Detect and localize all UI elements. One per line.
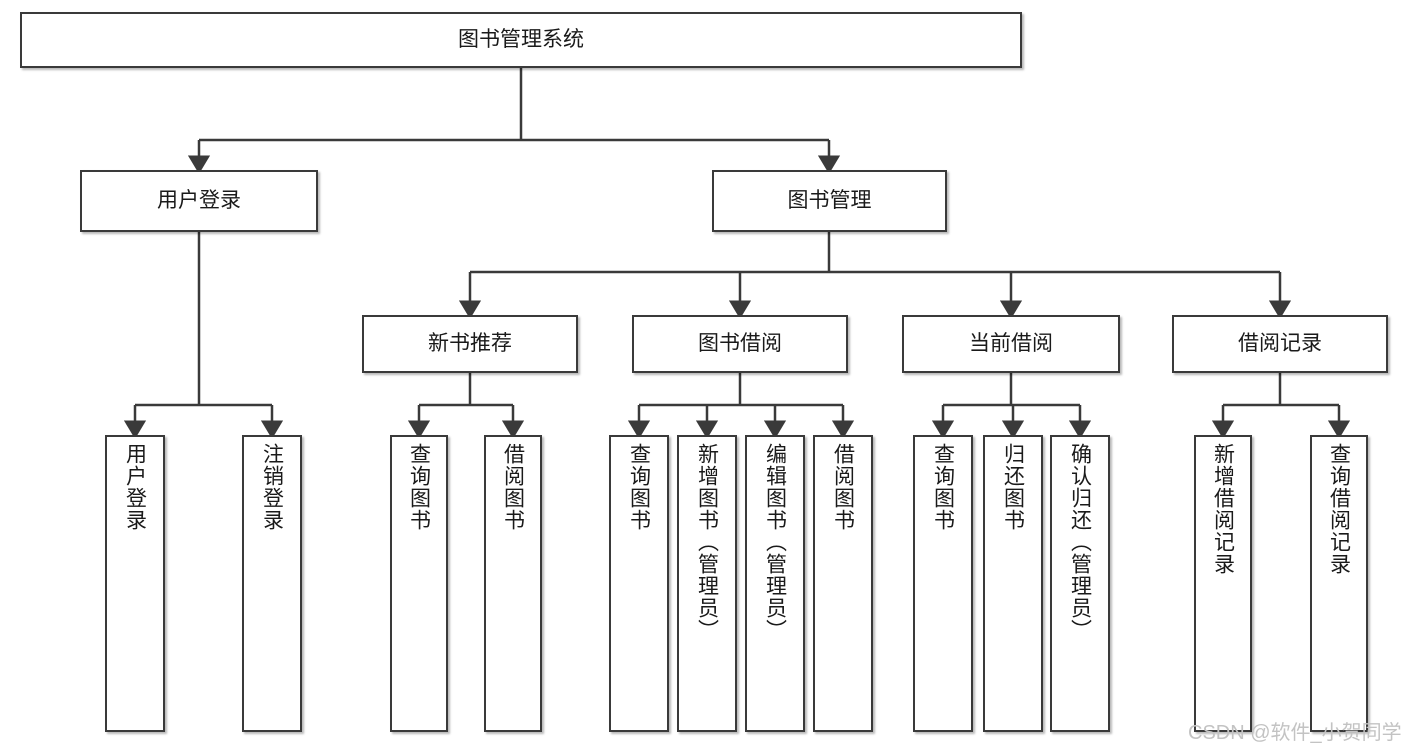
node-user-login[interactable]: 用户登录 [80, 170, 318, 232]
node-label: 新书推荐 [428, 331, 512, 355]
node-leaf-query-book-2[interactable]: 查询图书 [609, 435, 669, 732]
node-leaf-query-book-1[interactable]: 查询图书 [390, 435, 448, 732]
edges-group [123, 68, 1351, 439]
node-label: 归还图书 [1001, 443, 1025, 531]
node-new-book-recommend[interactable]: 新书推荐 [362, 315, 578, 373]
node-label: 图书管理 [787, 188, 872, 212]
node-label: 查询图书 [931, 443, 955, 531]
watermark-label: CSDN @软件_小贺同学 [1188, 722, 1402, 744]
node-leaf-query-record[interactable]: 查询借阅记录 [1310, 435, 1368, 732]
node-label: 查询借阅记录 [1327, 443, 1351, 575]
node-leaf-confirm-return[interactable]: 确认归还（管理员） [1050, 435, 1110, 732]
node-label: 借阅图书 [831, 443, 855, 531]
node-label: 图书管理系统 [458, 27, 584, 51]
node-label: 用户登录 [157, 188, 241, 212]
node-label: 用户登录 [123, 443, 147, 531]
node-root[interactable]: 图书管理系统 [20, 12, 1022, 68]
node-leaf-borrow-book-1[interactable]: 借阅图书 [484, 435, 542, 732]
node-book-manage[interactable]: 图书管理 [712, 170, 947, 232]
node-leaf-add-record[interactable]: 新增借阅记录 [1194, 435, 1252, 732]
node-label: 查询图书 [407, 443, 431, 531]
node-label: 新增图书（管理员） [695, 443, 719, 641]
node-current-borrow[interactable]: 当前借阅 [902, 315, 1120, 373]
node-label: 确认归还（管理员） [1068, 443, 1092, 641]
node-label: 查询图书 [627, 443, 651, 531]
node-leaf-add-book[interactable]: 新增图书（管理员） [677, 435, 737, 732]
node-label: 编辑图书（管理员） [763, 443, 787, 641]
node-leaf-logout[interactable]: 注销登录 [242, 435, 302, 732]
node-label: 借阅记录 [1238, 331, 1322, 355]
node-leaf-borrow-book-2[interactable]: 借阅图书 [813, 435, 873, 732]
node-label: 借阅图书 [501, 443, 525, 531]
node-leaf-query-book-3[interactable]: 查询图书 [913, 435, 973, 732]
node-label: 当前借阅 [969, 331, 1053, 355]
node-leaf-user-login[interactable]: 用户登录 [105, 435, 165, 732]
node-book-borrow[interactable]: 图书借阅 [632, 315, 848, 373]
node-label: 图书借阅 [698, 331, 782, 355]
node-leaf-edit-book[interactable]: 编辑图书（管理员） [745, 435, 805, 732]
node-leaf-return-book[interactable]: 归还图书 [983, 435, 1043, 732]
node-label: 注销登录 [260, 443, 284, 531]
node-borrow-record[interactable]: 借阅记录 [1172, 315, 1388, 373]
node-label: 新增借阅记录 [1211, 443, 1235, 575]
